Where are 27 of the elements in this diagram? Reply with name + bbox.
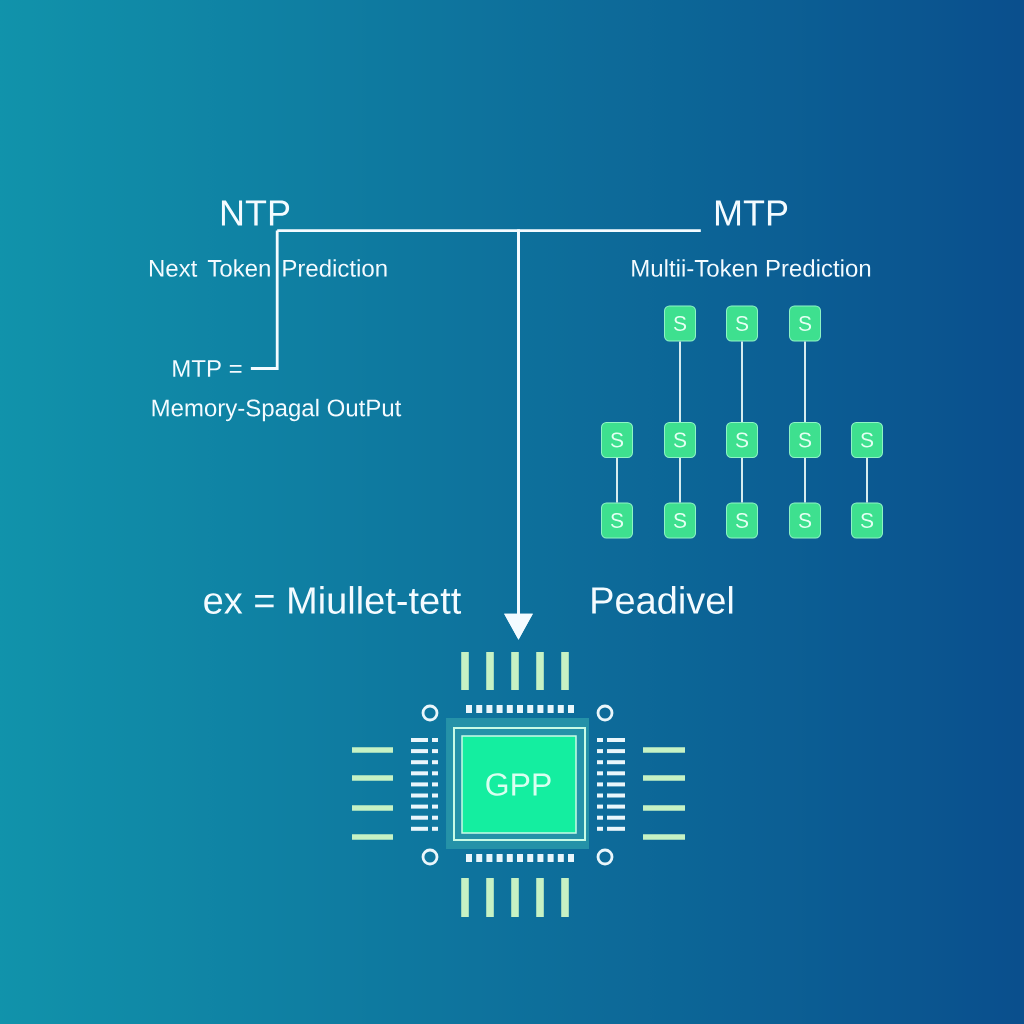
connector-line: [804, 340, 806, 423]
connector-line: [804, 457, 806, 504]
token-box: S: [789, 305, 821, 342]
token-box: S: [664, 305, 696, 342]
connector-line: [616, 457, 618, 504]
connector-line: [741, 457, 743, 504]
term-label: MTP =: [173, 360, 242, 377]
text-label: Peadivel: [592, 586, 733, 614]
connector-line: [866, 457, 868, 504]
heading: NTP: [221, 200, 290, 226]
connector-line: [250, 230, 279, 370]
token-box: S: [726, 502, 758, 539]
connector-line: [679, 340, 681, 423]
token-box: S: [601, 502, 633, 539]
connector-line: [741, 340, 743, 423]
token-box: S: [789, 502, 821, 539]
token-box: S: [726, 305, 758, 342]
token-box: S: [789, 422, 821, 458]
token-box: S: [851, 502, 883, 539]
connector-line: [679, 457, 681, 504]
subtitle: Multii-Token Prediction: [632, 259, 871, 277]
token-box: S: [851, 422, 883, 458]
token-box: S: [601, 422, 633, 458]
token-box: S: [664, 422, 696, 458]
token-box: S: [664, 502, 696, 539]
heading: MTP: [715, 200, 788, 226]
token-box: S: [726, 422, 758, 458]
